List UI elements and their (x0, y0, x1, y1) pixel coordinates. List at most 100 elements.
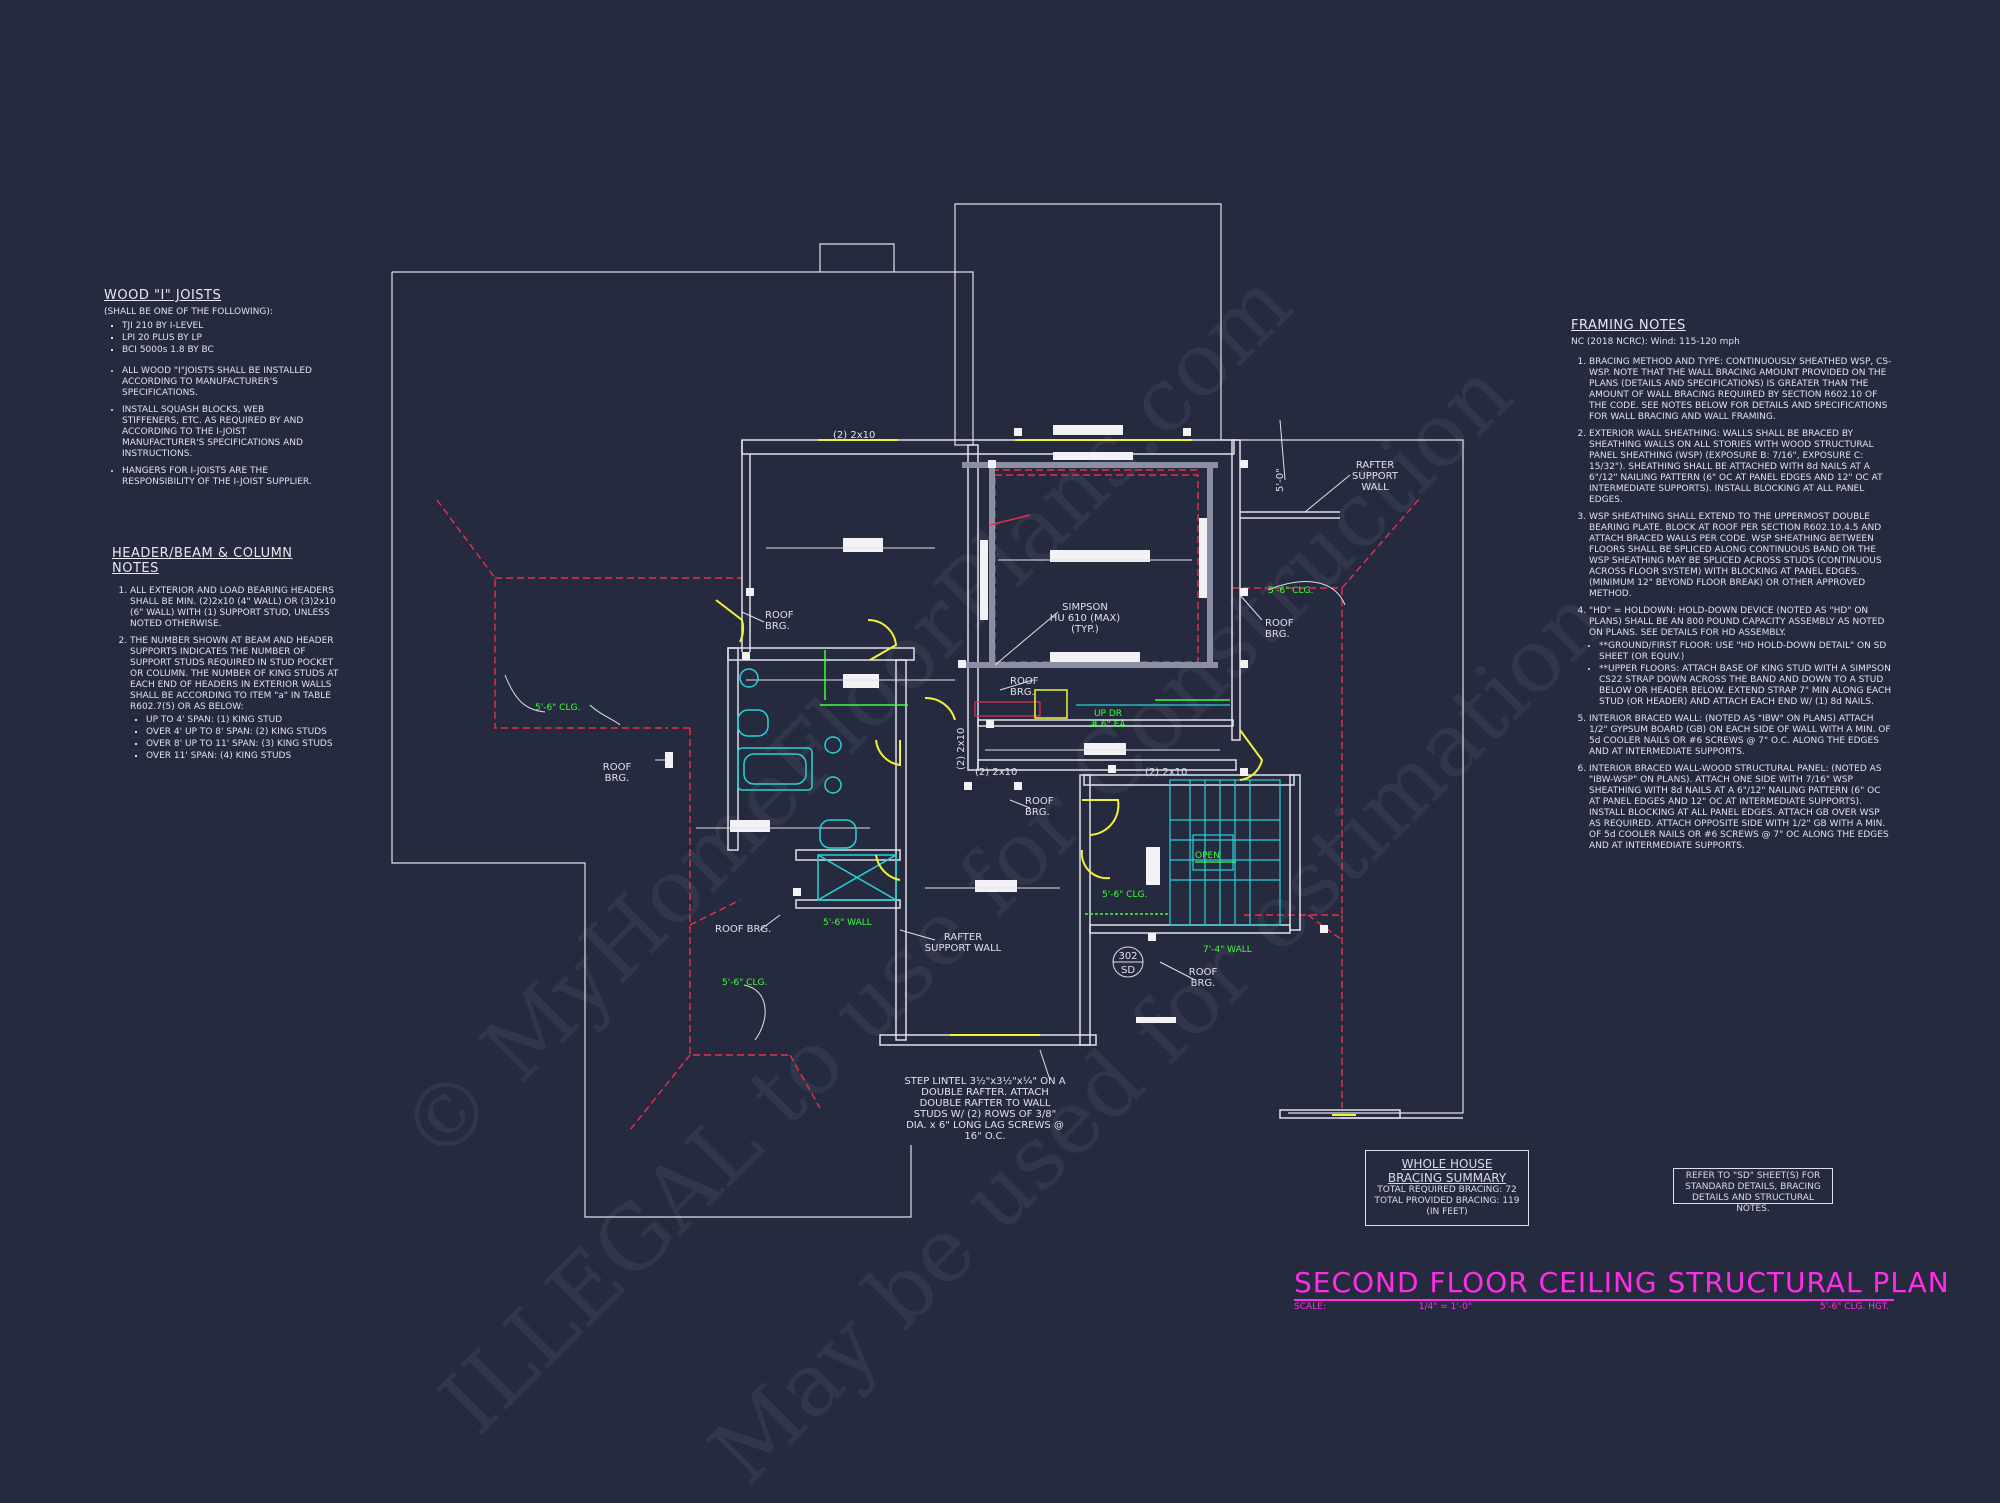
drawing-title: SECOND FLOOR CEILING STRUCTURAL PLAN (1294, 1266, 1950, 1299)
walls (727, 439, 1463, 1119)
roof-brg-label-line: BRG. (605, 773, 630, 784)
posts (665, 428, 1328, 941)
framing-note: EXTERIOR WALL SHEATHING: WALLS SHALL BE … (1589, 429, 1893, 506)
step-lintel-label-line: 16" O.C. (964, 1131, 1005, 1142)
step-lintel-label-line: STUDS W/ (2) ROWS OF 3/8" (914, 1109, 1057, 1120)
dimension-label: 5'-0" (1275, 468, 1286, 492)
highlight-details (820, 514, 1236, 915)
header-note-text: THE NUMBER SHOWN AT BEAM AND HEADER SUPP… (130, 636, 339, 712)
roof-brg-label-line: ROOF (1189, 967, 1218, 978)
bath-fixtures (737, 668, 897, 901)
detail-tag-number: 302 (1118, 951, 1137, 962)
refer-note: REFER TO "SD" SHEET(S) FOR STANDARD DETA… (1685, 1171, 1821, 1214)
joist-note: INSTALL SQUASH BLOCKS, WEB STIFFENERS, E… (122, 405, 314, 460)
title-underline (1294, 1299, 1894, 1301)
ceiling-label: 5'-6" CLG. (1102, 890, 1147, 900)
scale-label: SCALE: (1294, 1302, 1326, 1312)
header-note: ALL EXTERIOR AND LOAD BEARING HEADERS SH… (130, 586, 344, 630)
header-label: (2) 2x10 (975, 767, 1017, 778)
rafter-support-label-line: RAFTER (1356, 460, 1394, 471)
joist-note: ALL WOOD "I"JOISTS SHALL BE INSTALLED AC… (122, 366, 314, 399)
stair-note-label-line: UP DR (1094, 709, 1122, 719)
joist-option: BCI 5000s 1.8 BY BC (122, 345, 314, 356)
king-stud-rule: UP TO 4' SPAN: (1) KING STUD (146, 715, 344, 726)
roof-brg-label-line: BRG. (1191, 978, 1216, 989)
step-lintel-label-line: DOUBLE RAFTER. ATTACH (921, 1087, 1049, 1098)
wood-joists-title: WOOD "I" JOISTS (104, 288, 222, 303)
framing-note: WSP SHEATHING SHALL EXTEND TO THE UPPERM… (1589, 512, 1893, 600)
joist-option: LPI 20 PLUS BY LP (122, 333, 314, 344)
wall-height-label: 5'-6" WALL (823, 918, 872, 928)
wall-height-label: 7'-4" WALL (1203, 945, 1252, 955)
header-beam-notes: HEADER/BEAM & COLUMN NOTES ALL EXTERIOR … (112, 546, 344, 768)
joist-note: HANGERS FOR I-JOISTS ARE THE RESPONSIBIL… (122, 466, 314, 488)
leader-lines (655, 419, 1351, 1081)
simpson-hanger-label-line: HU 610 (MAX) (1050, 613, 1121, 624)
king-stud-rule: OVER 11' SPAN: (4) KING STUDS (146, 751, 344, 762)
beams (962, 462, 1218, 668)
ceiling-label: 5'-6" CLG. (535, 703, 580, 713)
framing-notes-subtitle: NC (2018 NCRC): Wind: 115-120 mph (1571, 337, 1740, 347)
roof-brg-label-line: ROOF (1025, 796, 1054, 807)
framing-note-text: "HD" = HOLDOWN: HOLD-DOWN DEVICE (NOTED … (1589, 606, 1885, 638)
roof-brg-label-line: BRG. (1010, 687, 1035, 698)
header-label: (2) 2x10 (956, 728, 967, 770)
roof-brg-label-line: ROOF (765, 610, 794, 621)
roof-brg-label-line: BRG. (1025, 807, 1050, 818)
header-notes-title: HEADER/BEAM & COLUMN NOTES (112, 546, 293, 576)
header-label: (2) 2x10 (833, 430, 875, 441)
open-label: OPEN (1195, 851, 1220, 861)
stairs (1169, 779, 1281, 926)
roof-brg-label-line: BRG. (1265, 629, 1290, 640)
roof-brg-label-line: ROOF BRG. (715, 924, 771, 935)
roof-brg-label-line: ROOF (603, 762, 632, 773)
door-swings (715, 439, 1356, 1116)
joist-markers (730, 425, 1207, 1023)
framing-note: BRACING METHOD AND TYPE: CONTINUOUSLY SH… (1589, 357, 1893, 423)
ceiling-height: 5'-6" CLG. HGT. (1820, 1302, 1889, 1312)
roof-brg-label-line: ROOF (1265, 618, 1294, 629)
refer-note-box: REFER TO "SD" SHEET(S) FOR STANDARD DETA… (1673, 1168, 1833, 1214)
simpson-hanger-label-line: (TYP.) (1071, 624, 1099, 635)
roof-brg-label: ROOF BRG. (715, 924, 771, 935)
rafter-support-label-line: SUPPORT (1352, 471, 1399, 482)
ceiling-leaders (504, 581, 1346, 1041)
detail-tag-sheet: SD (1121, 965, 1135, 976)
bracing-summary-box: WHOLE HOUSE BRACING SUMMARY TOTAL REQUIR… (1365, 1150, 1529, 1226)
roof-brg-label-line: ROOF (1010, 676, 1039, 687)
holdown-sub: **UPPER FLOORS: ATTACH BASE OF KING STUD… (1599, 664, 1893, 708)
stair-note-label-line: # 6" EA (1091, 720, 1127, 730)
span-arrows (696, 547, 1220, 889)
wood-joists-notes: WOOD "I" JOISTS (SHALL BE ONE OF THE FOL… (104, 288, 314, 494)
holdown-sub: **GROUND/FIRST FLOOR: USE "HD HOLD-DOWN … (1599, 641, 1893, 663)
step-lintel-label-line: DOUBLE RAFTER TO WALL (920, 1098, 1051, 1109)
bracing-summary-title: WHOLE HOUSE BRACING SUMMARY (1387, 1157, 1507, 1185)
bracing-units: (IN FEET) (1426, 1207, 1468, 1217)
step-lintel-label-line: DIA. x 6" LONG LAG SCREWS @ (906, 1120, 1064, 1131)
rafter-support-label-line: RAFTER (944, 932, 982, 943)
framing-notes: FRAMING NOTES NC (2018 NCRC): Wind: 115-… (1571, 318, 1893, 858)
bracing-provided: TOTAL PROVIDED BRACING: 119 (1374, 1196, 1520, 1206)
framing-notes-title: FRAMING NOTES (1571, 318, 1686, 333)
header-note: THE NUMBER SHOWN AT BEAM AND HEADER SUPP… (130, 636, 344, 762)
rafter-support-label-line: WALL (1361, 482, 1389, 493)
rafter-support-label-line: SUPPORT WALL (925, 943, 1002, 954)
stair-note-label: UP DR# 6" EA (1091, 709, 1127, 730)
king-stud-rule: OVER 4' UP TO 8' SPAN: (2) KING STUDS (146, 727, 344, 738)
simpson-hanger-label-line: SIMPSON (1062, 602, 1108, 613)
framing-note: INTERIOR BRACED WALL-WOOD STRUCTURAL PAN… (1589, 764, 1893, 852)
detail-tag: 302 SD (1112, 946, 1144, 978)
roof-brg-label-line: BRG. (765, 621, 790, 632)
roof-outline (391, 203, 1464, 1218)
framing-note: INTERIOR BRACED WALL: (NOTED AS "IBW" ON… (1589, 714, 1893, 758)
